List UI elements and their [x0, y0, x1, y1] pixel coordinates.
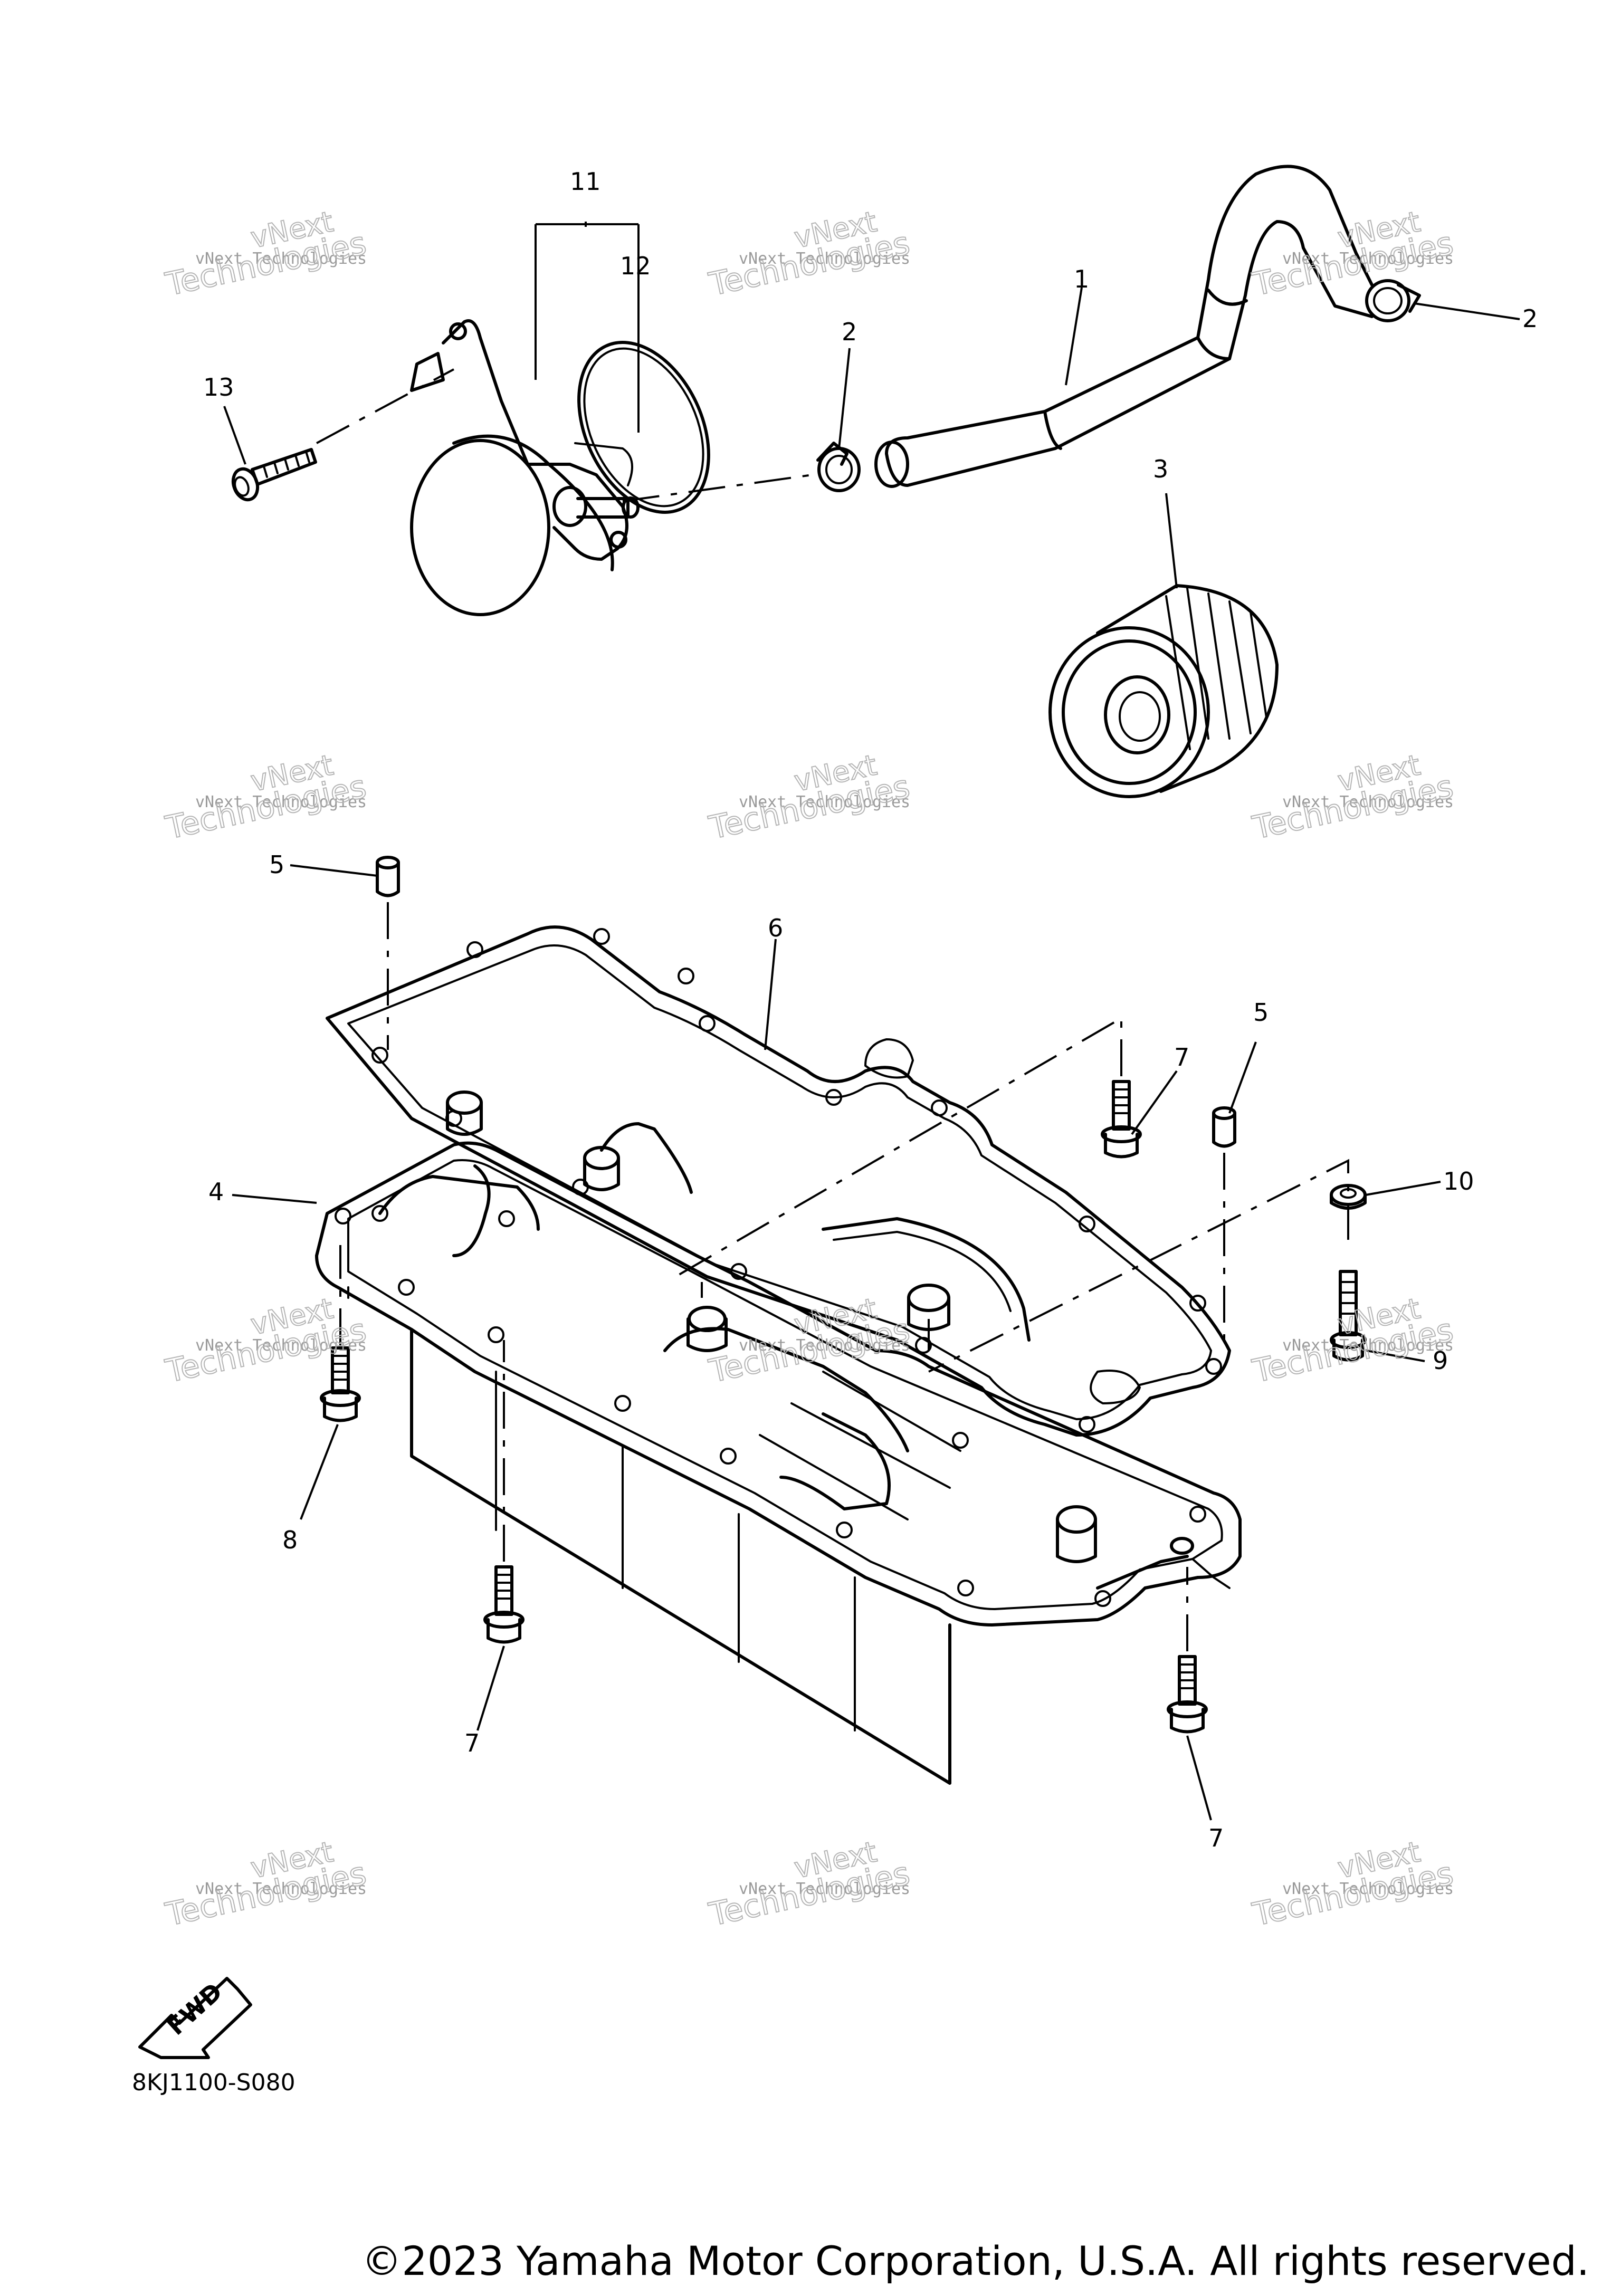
callout-7-bottom-left: 7 [464, 1729, 480, 1757]
callout-3: 3 [1153, 455, 1168, 483]
fwd-arrow-icon: FWD [138, 1977, 252, 2059]
svg-text:vNext Technologies: vNext Technologies [1282, 1880, 1454, 1898]
svg-text:vNext Technologies: vNext Technologies [195, 1880, 367, 1898]
callout-10: 10 [1443, 1167, 1474, 1195]
watermark-grid: vNext Technologies vNext Technologies vN… [162, 204, 1457, 1934]
bolt-9 [1330, 1270, 1367, 1362]
svg-text:vNext Technologies: vNext Technologies [1282, 250, 1454, 268]
callout-12: 12 [620, 252, 651, 280]
callout-8: 8 [282, 1526, 298, 1554]
callout-11: 11 [570, 167, 601, 196]
svg-text:vNext Technologies: vNext Technologies [739, 1336, 910, 1355]
oil-filter [1048, 584, 1279, 798]
diagram-code: 8KJ1100-S080 [132, 2069, 295, 2096]
svg-text:vNext Technologies: vNext Technologies [195, 793, 367, 811]
callout-6: 6 [768, 914, 783, 942]
callout-2-right: 2 [1522, 304, 1538, 333]
o-ring [577, 341, 710, 514]
callout-7-bottom-right: 7 [1208, 1824, 1224, 1852]
callout-4: 4 [208, 1178, 224, 1206]
copyright-notice: ©2023 Yamaha Motor Corporation, U.S.A. A… [361, 2237, 1589, 2284]
svg-text:vNext Technologies: vNext Technologies [195, 250, 367, 268]
oil-hose [874, 165, 1374, 488]
callout-5-right: 5 [1253, 998, 1269, 1027]
svg-text:vNext Technologies: vNext Technologies [739, 250, 910, 268]
svg-text:vNext Technologies: vNext Technologies [195, 1336, 367, 1355]
dowel-pin-left [376, 856, 400, 897]
leader-lines [223, 222, 1520, 1821]
svg-text:vNext Technologies: vNext Technologies [1282, 1336, 1454, 1355]
callout-9: 9 [1433, 1346, 1448, 1375]
callout-13: 13 [203, 373, 234, 401]
callout-2-left: 2 [842, 318, 857, 346]
callout-7-top: 7 [1174, 1043, 1189, 1072]
bolt-7-bottom-right [1167, 1655, 1208, 1734]
hose-clamp-right [1365, 279, 1421, 322]
hose-clamp-left [816, 442, 861, 492]
svg-text:vNext Technologies: vNext Technologies [739, 793, 910, 811]
alignment-lines [316, 368, 1349, 1784]
oil-cooler [410, 319, 640, 616]
bolt-7-bottom-left [483, 1565, 525, 1644]
callout-5-left: 5 [269, 850, 284, 879]
bolt-8 [320, 1346, 361, 1422]
bolt-7-top [1101, 1080, 1142, 1159]
callout-labels: 11 12 13 2 1 2 3 5 6 5 7 10 4 9 8 7 7 [203, 167, 1538, 1852]
bolt-13 [231, 448, 317, 502]
svg-text:vNext Technologies: vNext Technologies [739, 1880, 910, 1898]
callout-1: 1 [1074, 265, 1089, 293]
dowel-pin-right [1212, 1106, 1236, 1148]
svg-text:vNext Technologies: vNext Technologies [1282, 793, 1454, 811]
